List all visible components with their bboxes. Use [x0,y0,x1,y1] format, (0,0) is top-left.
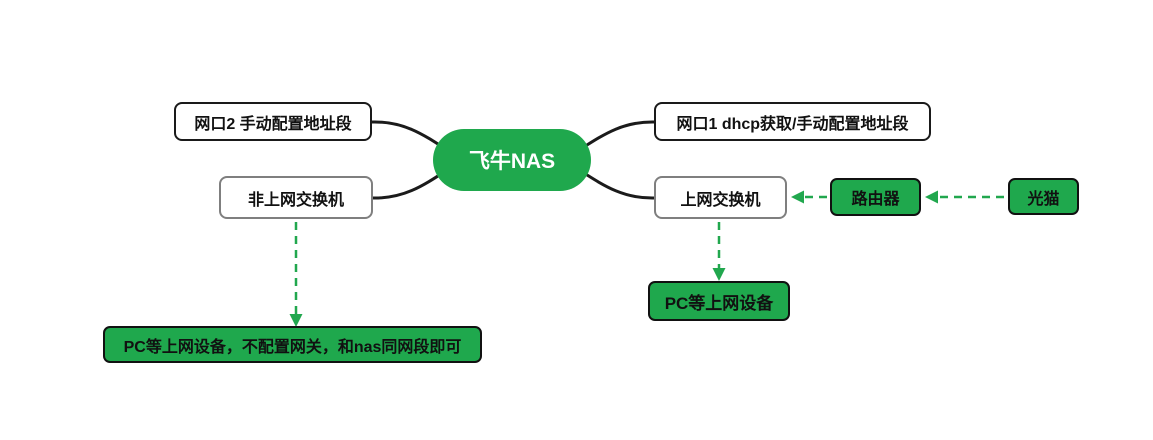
node-port1-dhcp-address[interactable]: 网口1 dhcp获取/手动配置地址段 [654,102,931,141]
node-router[interactable]: 路由器 [830,178,921,216]
node-optical-modem[interactable]: 光猫 [1008,178,1079,215]
node-offline-switch[interactable]: 非上网交换机 [219,176,373,219]
arrowhead-left-switch-online-icon [791,190,804,204]
arrowhead-down-pc-online-icon [712,268,726,281]
arrowhead-left-router-icon [925,190,938,204]
node-port2-manual-address[interactable]: 网口2 手动配置地址段 [174,102,372,141]
node-feiniu-nas[interactable]: 飞牛NAS [433,129,591,191]
node-online-switch[interactable]: 上网交换机 [654,176,787,219]
node-pc-offline-devices[interactable]: PC等上网设备，不配置网关，和nas同网段即可 [103,326,482,363]
arrowhead-down-pc-offline-icon [289,314,303,327]
node-pc-online-devices[interactable]: PC等上网设备 [648,281,790,321]
